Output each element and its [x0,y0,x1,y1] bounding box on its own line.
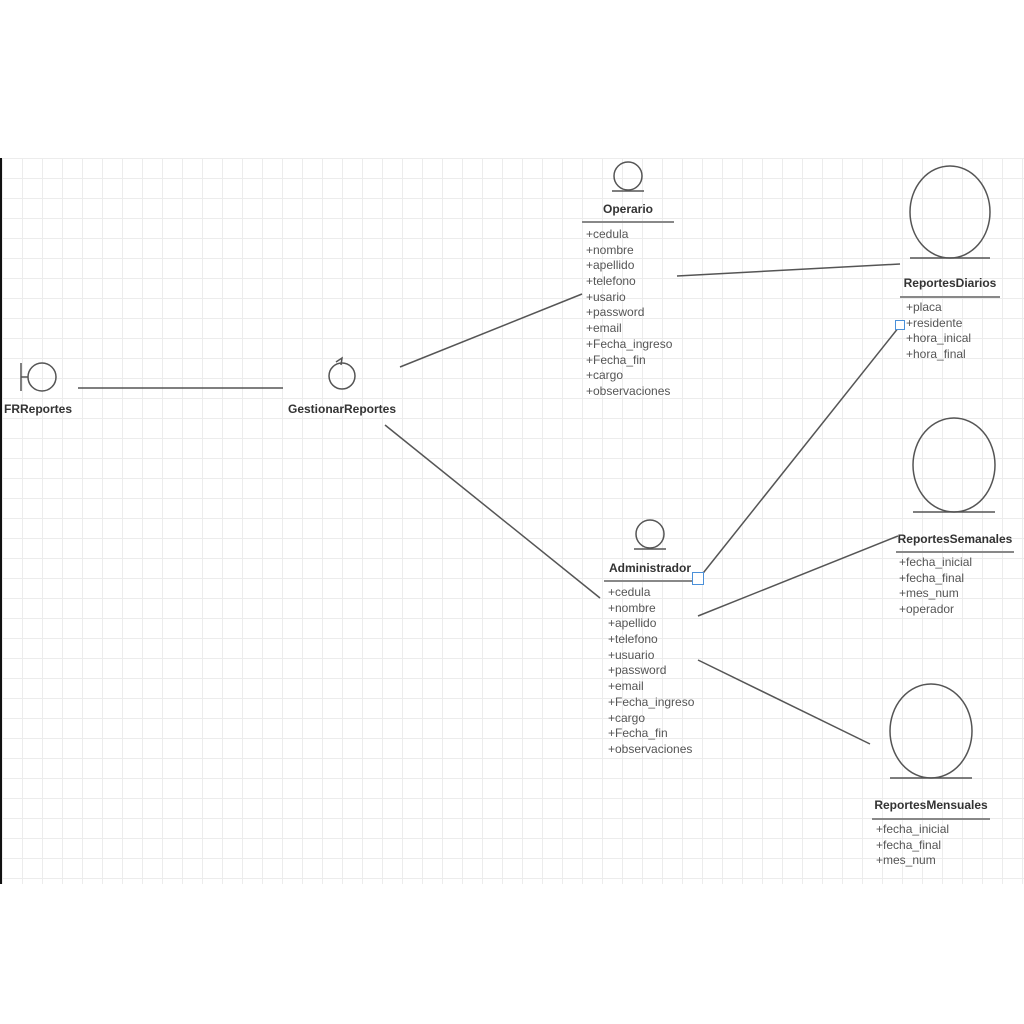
connector-operario-reportes-diarios[interactable] [676,263,901,277]
boundary-label: FRReportes [4,402,73,416]
attribute-list-reportes-diarios: +placa+residente+hora_inical+hora_final [906,300,971,363]
attribute-item: +observaciones [586,383,671,398]
divider-reportes-mensuales [872,818,990,820]
connector-administrador-reportes-diarios[interactable] [699,326,900,578]
diagram-canvas[interactable] [0,158,1024,884]
entity-icon-reportes-diarios[interactable] [909,165,991,259]
entity-title-operario: Operario [602,202,653,216]
attribute-item: +telefono [608,632,658,647]
entity-icon-reportes-semanales[interactable] [912,417,996,513]
connector-control-operario[interactable] [399,293,583,368]
boundary-icon[interactable] [20,362,57,392]
attribute-item: +Fecha_ingreso [608,694,695,709]
control-icon[interactable] [328,356,356,390]
attribute-item: +residente [906,315,963,330]
divider-reportes-diarios [900,296,1000,298]
control-label: GestionarReportes [287,402,397,416]
entity-title-administrador: Administrador [608,561,691,575]
attribute-item: +cargo [608,710,646,725]
attribute-item: +cedula [586,227,629,241]
attribute-list-operario: +cedula+nombre+apellido+telefono+usario+… [586,227,672,400]
attribute-item: +fecha_inicial [876,822,950,836]
entity-title-reportes-diarios: ReportesDiarios [903,276,997,290]
attribute-item: +Fecha_fin [586,352,646,367]
attribute-item: +fecha_final [876,837,942,852]
attribute-item: +cedula [608,585,651,599]
connector-control-administrador[interactable] [384,424,601,599]
attribute-item: +usario [586,289,626,304]
connector-handle-reportes-diarios[interactable] [895,320,905,330]
attribute-item: +hora_inical [906,331,972,346]
attribute-item: +password [608,663,667,678]
attribute-item: +nombre [608,600,656,615]
attribute-item: +mes_num [899,586,959,601]
attribute-item: +nombre [586,242,634,257]
attribute-list-administrador: +cedula+nombre+apellido+telefono+usuario… [608,585,694,758]
attribute-list-reportes-semanales: +fecha_inicial+fecha_final+mes_num+opera… [899,555,972,618]
attribute-item: +apellido [586,258,635,273]
attribute-item: +fecha_final [899,570,965,585]
entity-title-reportes-mensuales: ReportesMensuales [874,798,988,812]
attribute-item: +telefono [586,274,636,289]
attribute-item: +usuario [608,647,655,662]
divider-administrador [604,580,696,582]
connector-handle-administrador[interactable] [692,572,704,585]
divider-operario [582,221,674,223]
entity-icon-operario[interactable] [612,161,644,192]
entity-icon-administrador[interactable] [634,519,666,550]
attribute-item: +placa [906,300,942,314]
entity-title-reportes-semanales: ReportesSemanales [897,532,1013,546]
attribute-list-reportes-mensuales: +fecha_inicial+fecha_final+mes_num [876,822,949,869]
connector-administrador-reportes-semanales[interactable] [697,535,899,617]
attribute-item: +apellido [608,616,657,631]
attribute-item: +fecha_inicial [899,555,973,569]
attribute-item: +email [608,679,644,694]
attribute-item: +hora_final [906,347,966,362]
attribute-item: +mes_num [876,853,936,868]
attribute-item: +email [586,321,622,336]
attribute-item: +observaciones [608,741,693,756]
attribute-item: +operador [899,602,955,617]
attribute-item: +cargo [586,368,624,383]
entity-icon-reportes-mensuales[interactable] [889,683,973,779]
divider-reportes-semanales [896,551,1014,553]
attribute-item: +Fecha_ingreso [586,336,673,351]
attribute-item: +Fecha_fin [608,726,668,741]
connector-administrador-reportes-mensuales[interactable] [697,659,871,745]
attribute-item: +password [586,305,645,320]
